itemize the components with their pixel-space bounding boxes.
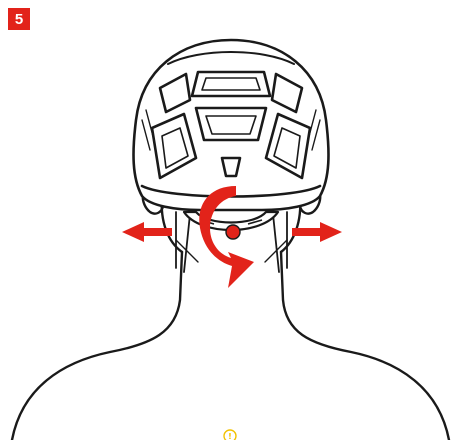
strap-right-inner <box>273 214 279 272</box>
strap-left-inner <box>184 214 190 272</box>
adjust-knob-icon <box>226 225 240 239</box>
warning-icon: ! <box>224 430 236 440</box>
vent-mid-center <box>196 108 266 140</box>
warning-symbol: ! <box>228 432 232 440</box>
vent-low-center <box>222 158 240 176</box>
body-outline <box>12 252 182 440</box>
arrow-right-icon <box>292 222 342 242</box>
body-outline-right <box>281 252 449 440</box>
